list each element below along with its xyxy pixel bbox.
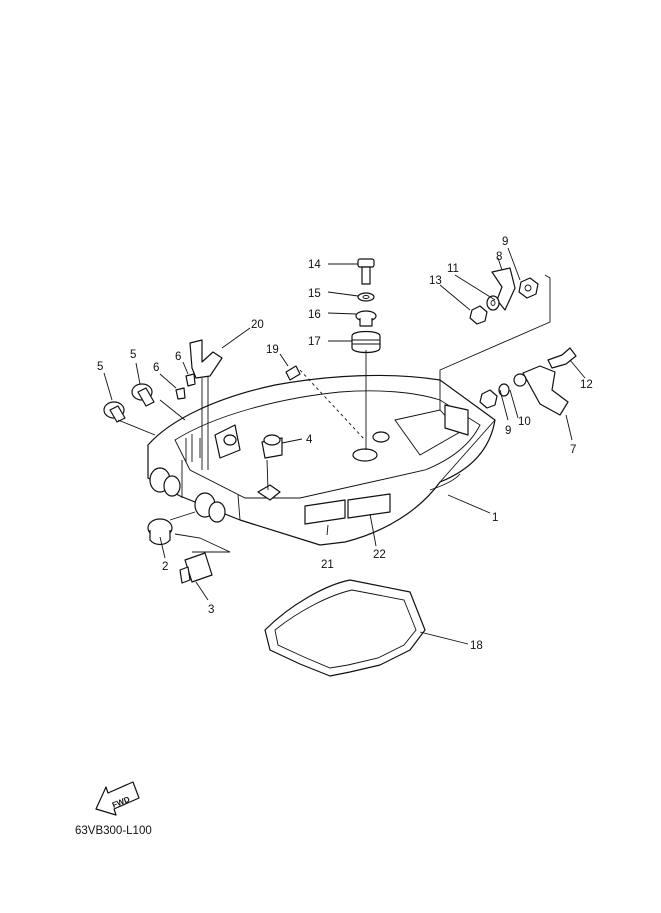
callout-6a: 6 xyxy=(153,362,159,374)
collar-16 xyxy=(355,310,377,327)
callout-19: 19 xyxy=(266,344,279,356)
nut-9-right xyxy=(479,389,498,409)
connector-grommet xyxy=(179,552,213,584)
callout-8: 8 xyxy=(496,251,502,263)
bolt-12 xyxy=(547,347,577,369)
fwd-arrow-icon: FWD xyxy=(95,781,140,816)
nut-13 xyxy=(469,305,488,325)
plug-6-right xyxy=(185,373,196,387)
washer-10 xyxy=(498,383,510,397)
leader-lines xyxy=(103,247,586,645)
nut-9-top xyxy=(518,277,539,299)
callout-16: 16 xyxy=(308,309,321,321)
decal-21 xyxy=(304,499,346,525)
callout-18: 18 xyxy=(470,640,483,652)
callout-3: 3 xyxy=(208,604,214,616)
decal-22 xyxy=(347,493,391,519)
bolt-14 xyxy=(357,258,375,285)
grommet-5-right xyxy=(131,383,155,407)
screw-19 xyxy=(285,365,301,381)
callout-5a: 5 xyxy=(97,361,103,373)
plug-6-left xyxy=(175,387,186,400)
clip-part xyxy=(261,434,283,459)
callout-15: 15 xyxy=(308,288,321,300)
callout-1: 1 xyxy=(492,512,498,524)
callout-6b: 6 xyxy=(175,351,181,363)
callout-22: 22 xyxy=(373,549,386,561)
bracket-7 xyxy=(513,365,569,416)
washer-11 xyxy=(486,295,500,311)
washer-15 xyxy=(357,292,375,302)
bottom-cowling xyxy=(147,374,496,546)
callout-2: 2 xyxy=(162,561,168,573)
callout-labels: 1 2 3 4 5 5 6 6 7 8 9 9 10 11 12 13 14 1… xyxy=(97,236,593,652)
callout-11: 11 xyxy=(447,263,459,275)
gasket-seal xyxy=(264,579,426,677)
callout-9b: 9 xyxy=(505,425,511,437)
drawing-code: 63VB300-L100 xyxy=(75,825,152,837)
bracket-20 xyxy=(189,339,223,470)
callout-13: 13 xyxy=(429,275,442,287)
callout-7: 7 xyxy=(570,444,576,456)
callout-12: 12 xyxy=(580,379,593,391)
callout-10: 10 xyxy=(518,416,531,428)
grommet-17 xyxy=(351,330,381,354)
callout-9a: 9 xyxy=(502,236,508,248)
callout-4: 4 xyxy=(306,434,313,446)
callout-20: 20 xyxy=(251,319,264,331)
callout-21: 21 xyxy=(321,559,334,571)
callout-5b: 5 xyxy=(130,349,136,361)
callout-14: 14 xyxy=(308,259,321,271)
grommet-plug xyxy=(147,518,173,546)
callout-17: 17 xyxy=(308,336,321,348)
grommet-5-left xyxy=(103,401,126,423)
